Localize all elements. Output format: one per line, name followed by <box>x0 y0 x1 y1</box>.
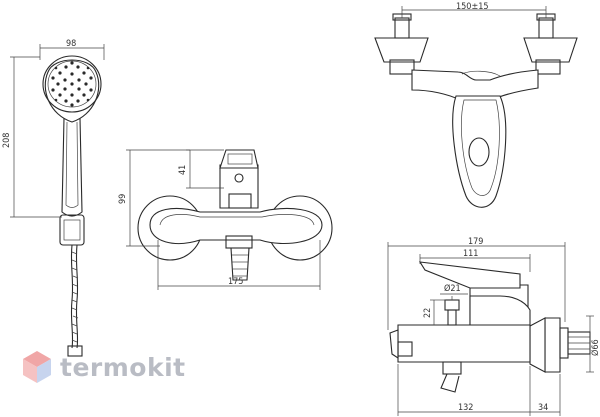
brand-name: termokit <box>60 352 186 382</box>
dimension-shower-height: 208 <box>2 56 62 218</box>
mixer-top-view <box>374 13 578 208</box>
dim-132: 132 <box>458 403 473 413</box>
dim-22: 22 <box>423 308 433 318</box>
mixer-side-view <box>389 261 591 393</box>
dimension-side-111: 111 <box>419 249 531 272</box>
dim-175: 175 <box>228 277 243 287</box>
dim-99: 99 <box>118 194 128 204</box>
dimension-front-41: 41 <box>178 149 224 189</box>
dimension-front-175: 175 <box>157 240 321 290</box>
dimension-side-bottom: 132 34 <box>397 364 561 416</box>
dimension-side-22: 22 <box>423 299 446 325</box>
dim-208: 208 <box>2 133 12 148</box>
shower-nozzles <box>51 61 93 107</box>
dim-150-15: 150±15 <box>456 2 489 12</box>
dimension-side-179: 179 <box>387 237 566 330</box>
dim-98: 98 <box>66 39 76 49</box>
dim-111: 111 <box>463 249 478 259</box>
dim-179: 179 <box>468 237 483 247</box>
dim-d21: Ø21 <box>444 283 461 294</box>
dimension-side-d21: Ø21 <box>440 283 468 295</box>
mixer-front-view <box>137 149 333 281</box>
dim-d66: Ø66 <box>590 339 600 356</box>
hand-shower-view <box>42 55 102 357</box>
dim-34: 34 <box>538 403 548 413</box>
cube-icon <box>23 351 51 383</box>
brand-logo: termokit <box>22 350 186 384</box>
dimension-top-spacing: 150±15 <box>401 2 547 18</box>
dimension-shower-width: 98 <box>39 39 105 60</box>
dimension-side-d66: Ø66 <box>586 315 600 373</box>
dim-41: 41 <box>178 165 188 175</box>
dimension-front-99: 99 <box>118 149 190 247</box>
